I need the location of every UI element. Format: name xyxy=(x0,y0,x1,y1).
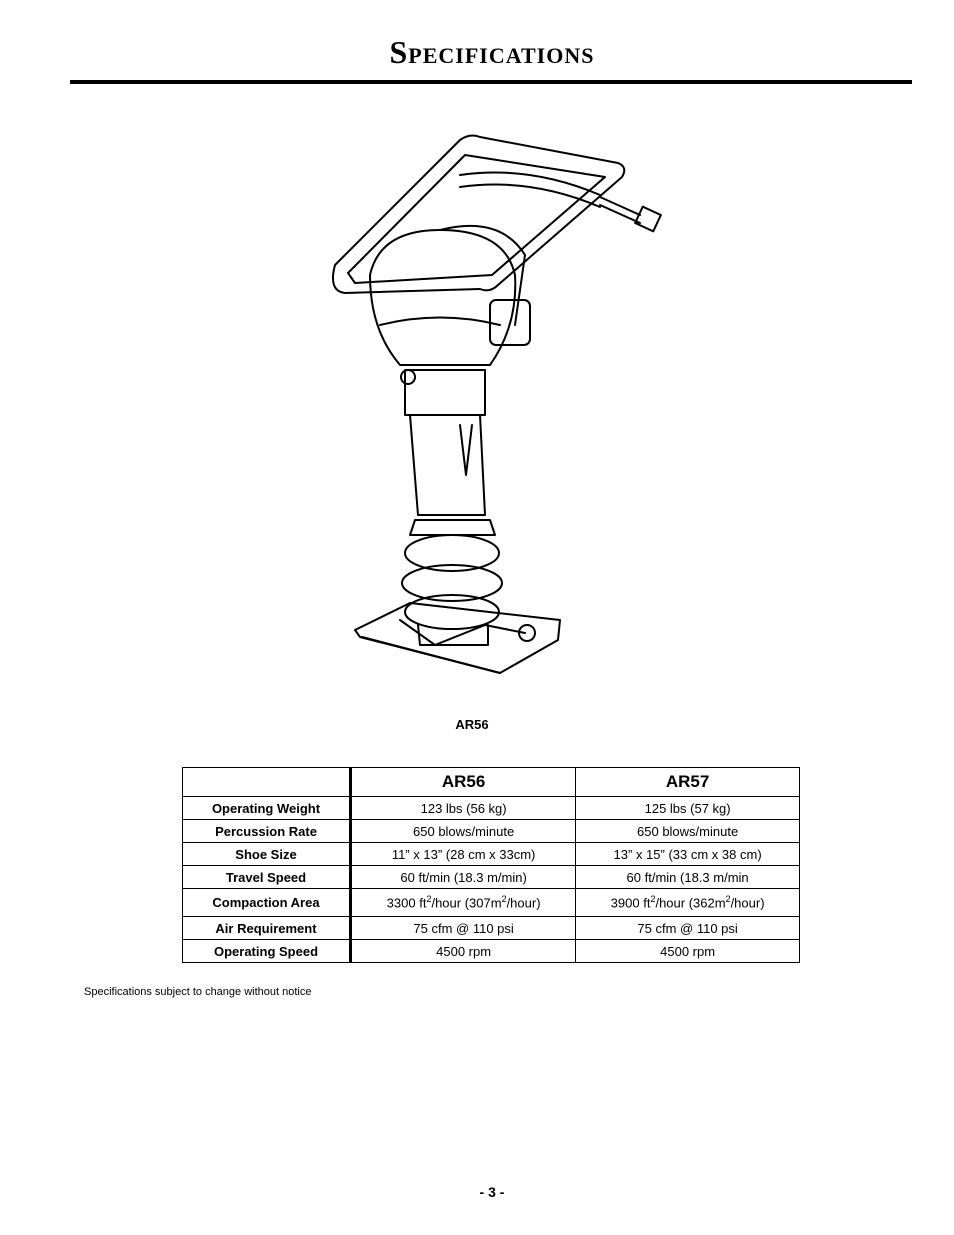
page-title: Specifications xyxy=(389,34,595,70)
figure-caption: AR56 xyxy=(455,717,489,732)
specifications-table: AR56 AR57 Operating Weight 123 lbs (56 k… xyxy=(182,767,800,963)
rammer-illustration xyxy=(332,134,662,674)
table-row: Operating Weight 123 lbs (56 kg) 125 lbs… xyxy=(182,796,800,820)
table-header-row: AR56 AR57 xyxy=(182,767,800,797)
ar57-value: 650 blows/minute xyxy=(575,819,800,843)
row-label: Operating Weight xyxy=(182,796,352,820)
row-label: Percussion Rate xyxy=(182,819,352,843)
ar56-value: 75 cfm @ 110 psi xyxy=(349,916,577,940)
table-row: Compaction Area 3300 ft2/hour (307m2/hou… xyxy=(182,888,800,917)
row-label: Travel Speed xyxy=(182,865,352,889)
ar57-value: 60 ft/min (18.3 m/min xyxy=(575,865,800,889)
table-row: Operating Speed 4500 rpm 4500 rpm xyxy=(182,939,800,963)
table-row: Air Requirement 75 cfm @ 110 psi 75 cfm … xyxy=(182,916,800,940)
ar57-value: 75 cfm @ 110 psi xyxy=(575,916,800,940)
ar57-value: 3900 ft2/hour (362m2/hour) xyxy=(575,888,800,917)
header-ar57: AR57 xyxy=(575,767,800,797)
row-label: Shoe Size xyxy=(182,842,352,866)
row-label: Operating Speed xyxy=(182,939,352,963)
ar56-value: 3300 ft2/hour (307m2/hour) xyxy=(349,888,577,917)
ar56-value: 123 lbs (56 kg) xyxy=(349,796,577,820)
page-number: - 3 - xyxy=(479,1184,505,1200)
table-row: Travel Speed 60 ft/min (18.3 m/min) 60 f… xyxy=(182,865,800,889)
row-label: Air Requirement xyxy=(182,916,352,940)
row-label: Compaction Area xyxy=(182,888,352,917)
header-blank-cell xyxy=(182,767,352,797)
ar56-value: 11” x 13” (28 cm x 33cm) xyxy=(349,842,577,866)
ar57-value: 4500 rpm xyxy=(575,939,800,963)
ar56-value: 4500 rpm xyxy=(349,939,577,963)
ar57-value: 125 lbs (57 kg) xyxy=(575,796,800,820)
table-row: Percussion Rate 650 blows/minute 650 blo… xyxy=(182,819,800,843)
table-row: Shoe Size 11” x 13” (28 cm x 33cm) 13” x… xyxy=(182,842,800,866)
title-rule xyxy=(70,80,912,84)
ar56-value: 60 ft/min (18.3 m/min) xyxy=(349,865,577,889)
ar56-value: 650 blows/minute xyxy=(349,819,577,843)
footnote: Specifications subject to change without… xyxy=(84,986,312,998)
ar57-value: 13” x 15” (33 cm x 38 cm) xyxy=(575,842,800,866)
header-ar56: AR56 xyxy=(349,767,577,797)
